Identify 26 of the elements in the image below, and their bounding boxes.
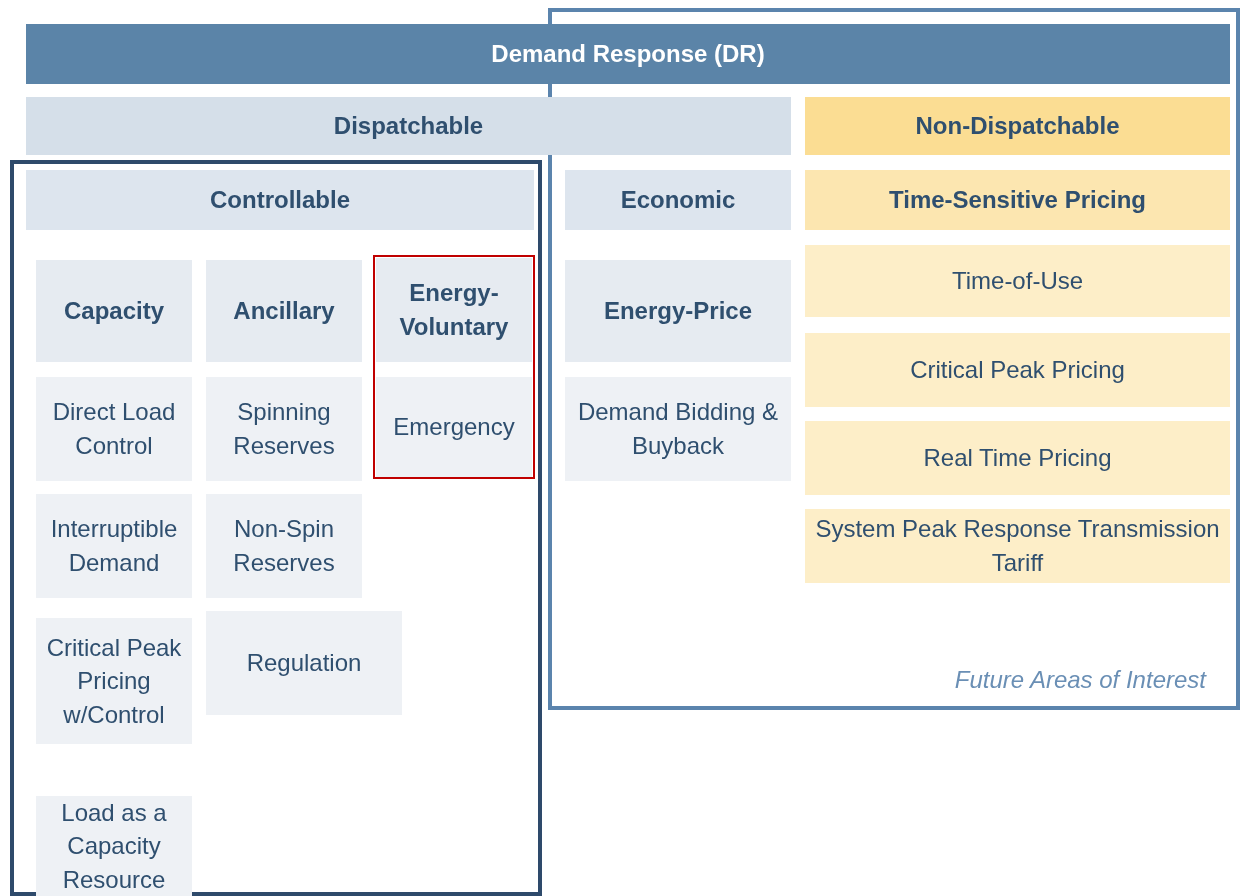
category-bar: Non-Dispatchable [805, 97, 1230, 155]
program-box: Demand Bidding & Buyback [565, 377, 791, 481]
highlight-frame [373, 255, 535, 479]
program-type-box: Energy-Price [565, 260, 791, 362]
program-type-box: Ancillary [206, 260, 362, 362]
program-box: Critical Peak Pricing [805, 333, 1230, 407]
program-box: Emergency [376, 377, 532, 477]
program-box: Interruptible Demand [36, 494, 192, 598]
program-box: Regulation [206, 611, 402, 715]
program-box: Real Time Pricing [805, 421, 1230, 495]
region-frame [10, 160, 542, 896]
category-bar: Dispatchable [26, 97, 791, 155]
header-bar: Demand Response (DR) [26, 24, 1230, 84]
category-bar: Controllable [26, 170, 534, 230]
category-bar: Time-Sensitive Pricing [805, 170, 1230, 230]
program-type-box: Energy-Voluntary [376, 258, 532, 362]
program-type-box: Capacity [36, 260, 192, 362]
program-box: Critical Peak Pricing w/Control [36, 618, 192, 744]
program-box: System Peak Response Transmission Tariff [805, 509, 1230, 583]
program-box: Non-Spin Reserves [206, 494, 362, 598]
program-box: Load as a Capacity Resource [36, 796, 192, 896]
program-box: Spinning Reserves [206, 377, 362, 481]
category-bar: Economic [565, 170, 791, 230]
frame-caption: Future Areas of Interest [954, 666, 1206, 694]
program-box: Direct Load Control [36, 377, 192, 481]
program-box: Time-of-Use [805, 245, 1230, 317]
